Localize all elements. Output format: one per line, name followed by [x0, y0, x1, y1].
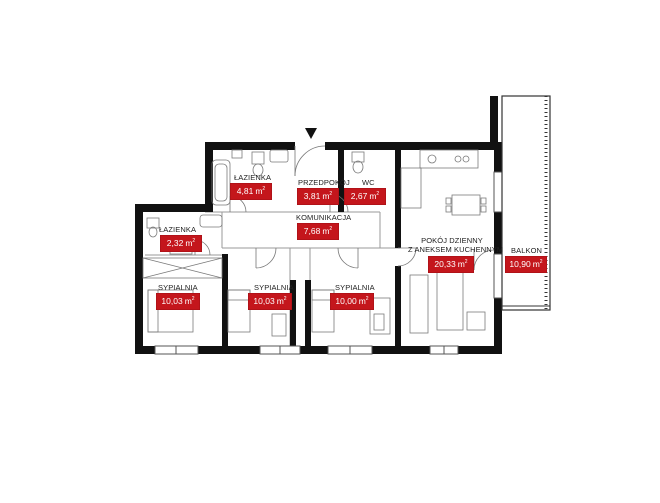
area-value: 10,03 [253, 296, 275, 306]
area-value: 10,90 [509, 259, 531, 269]
area-unit-superscript: 2 [329, 226, 333, 232]
area-value: 10,00 [335, 296, 357, 306]
area-unit: m [322, 226, 330, 236]
room-label-line-1: POKÓJ DZIENNY [421, 236, 483, 245]
area-unit: m [358, 296, 366, 306]
room-label-sypialnia-1: SYPIALNIA [158, 283, 198, 292]
area-value: 7,68 [303, 226, 321, 236]
area-unit-superscript: 2 [191, 296, 195, 302]
area-unit: m [532, 259, 540, 269]
area-unit-superscript: 2 [329, 191, 333, 197]
room-label-lazienka-2: ŁAZIENKA [159, 225, 197, 234]
entrance-arrow-icon [305, 128, 317, 139]
room-label-sypialnia-3: SYPIALNIA [335, 283, 375, 292]
area-unit: m [184, 296, 192, 306]
area-unit-superscript: 2 [365, 296, 369, 302]
room-label-wc: WC [362, 178, 375, 187]
furniture-fixtures [142, 149, 487, 337]
area-value: 20,33 [434, 259, 456, 269]
area-unit-superscript: 2 [539, 259, 543, 265]
room-label-balkon: BALKON [511, 246, 543, 255]
area-unit: m [457, 259, 465, 269]
room-label-przedpokoj: PRZEDPOKÓJ [298, 178, 350, 187]
area-unit: m [185, 238, 193, 248]
area-unit: m [322, 191, 330, 201]
area-unit: m [276, 296, 284, 306]
area-unit-superscript: 2 [192, 238, 196, 244]
area-value: 2,32 [166, 238, 184, 248]
area-value: 10,03 [161, 296, 183, 306]
balcony-outline [501, 95, 551, 311]
room-label-line-2: Z ANEKSEM KUCHENNYM [408, 245, 504, 254]
exterior-walls [135, 96, 502, 354]
area-value: 4,81 [236, 186, 254, 196]
area-unit: m [369, 191, 377, 201]
area-unit-superscript: 2 [464, 259, 468, 265]
room-label-lazienka-1: ŁAZIENKA [234, 173, 272, 182]
windows [154, 171, 503, 355]
area-unit-superscript: 2 [262, 186, 266, 192]
area-value: 2,67 [350, 191, 368, 201]
area-unit-superscript: 2 [376, 191, 380, 197]
area-value: 3,81 [303, 191, 321, 201]
room-label-pokoj-dzienny: POKÓJ DZIENNY Z ANEKSEM KUCHENNYM [408, 236, 504, 254]
room-label-komunikacja: KOMUNIKACJA [296, 213, 352, 222]
area-unit: m [255, 186, 263, 196]
room-label-sypialnia-2: SYPIALNIA [254, 283, 294, 292]
area-unit-superscript: 2 [283, 296, 287, 302]
